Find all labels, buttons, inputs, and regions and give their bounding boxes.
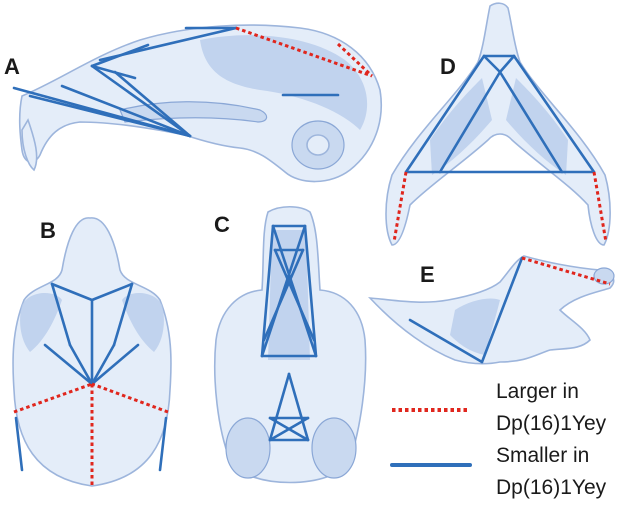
mandible-dorsal-outline: [386, 3, 610, 245]
bulla-left: [226, 418, 270, 478]
legend-smaller-line1: Smaller in: [496, 444, 589, 467]
panel-c: C: [214, 207, 366, 483]
panel-label-a: A: [4, 54, 20, 79]
legend-smaller-line2: Dp(16)1Yey: [496, 476, 607, 499]
panel-b: B: [13, 218, 171, 486]
bulla-right: [312, 418, 356, 478]
panel-d: D: [386, 3, 610, 245]
panel-label-e: E: [420, 262, 435, 287]
legend: Larger in Dp(16)1Yey Smaller in Dp(16)1Y…: [392, 380, 607, 499]
panel-label-d: D: [440, 54, 456, 79]
legend-larger-line1: Larger in: [496, 380, 579, 403]
panel-e: E: [370, 256, 614, 364]
panel-label-c: C: [214, 212, 230, 237]
panel-a: A: [4, 25, 381, 181]
panel-label-b: B: [40, 218, 56, 243]
auditory-meatus: [307, 135, 329, 155]
legend-larger-line2: Dp(16)1Yey: [496, 412, 607, 435]
